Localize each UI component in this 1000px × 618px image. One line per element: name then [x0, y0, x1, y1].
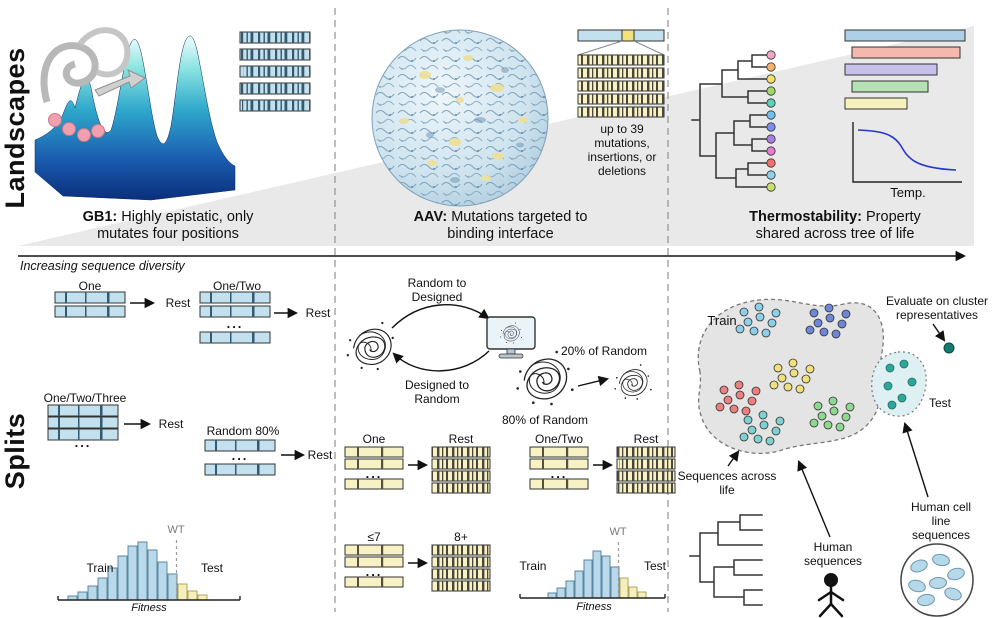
aav-80pct-label: 80% of Random [501, 413, 589, 427]
aav-split-mutation-count [344, 544, 491, 592]
gb1-train-label: Train [86, 561, 114, 575]
test-cluster-blob [871, 342, 955, 417]
aav-train-test-histogram [519, 542, 666, 599]
aav-test-label: Test [643, 559, 666, 573]
tree-leaf-dots [766, 50, 776, 192]
cell-line-circle [900, 543, 974, 617]
thermo-train-label: Train [707, 313, 737, 328]
gb1-fitness-label: Fitness [131, 602, 167, 614]
aav-caption: AAV: Mutations targeted to binding inter… [413, 209, 588, 243]
temp-label: Temp. [890, 185, 926, 200]
cell-line-arrow [902, 421, 929, 498]
gb1-rest-label-1: Rest [165, 296, 191, 310]
gb1-split-one-two [199, 291, 299, 344]
thermostability-tree [691, 50, 776, 192]
temp-curve-plot [852, 122, 962, 183]
aav-le7-label: ≤7 [367, 530, 381, 544]
gb1-rest-label-4: Rest [307, 448, 333, 462]
aav-20pct-label: 20% of Random [560, 344, 648, 358]
designed-monitor [486, 316, 536, 359]
thermo-evaluate-label: Evaluate on cluster representatives [885, 294, 989, 323]
aav-split-one [344, 446, 491, 494]
aav-ellipsis-3: ... [365, 564, 383, 579]
gb1-wt-label: WT [167, 524, 185, 536]
aav-designed-to-random-label: Designed to Random [404, 378, 470, 407]
gb1-test-label: Test [200, 561, 223, 575]
aav-one-two-label: One/Two [534, 432, 584, 446]
row-label-landscapes: Landscapes [0, 47, 31, 209]
aav-train-label: Train [519, 559, 547, 573]
aav-fitness-label: Fitness [576, 601, 612, 613]
aav-mutations-note: up to 39 mutations, insertions, or delet… [587, 122, 657, 179]
gb1-split-random80 [204, 439, 306, 476]
thermostability-caption: Thermostability: Property shared across … [749, 209, 921, 243]
thermo-across-life-label: Sequences across life [677, 469, 777, 498]
row-label-splits: Splits [0, 412, 31, 490]
gb1-random80-label: Random 80% [206, 424, 280, 438]
aav-sequence-zoom [577, 29, 665, 118]
aav-ellipsis-2: ... [550, 466, 568, 481]
aav-rest-label-1: Rest [448, 432, 474, 446]
aav-8plus-label: 8+ [454, 530, 468, 544]
gb1-split-one-two-three [47, 404, 152, 441]
gb1-caption: GB1: Highly epistatic, only mutates four… [82, 209, 254, 243]
aav-one-label: One [362, 432, 386, 446]
aav-split-one-two [529, 446, 676, 494]
gb1-split-one [54, 291, 156, 318]
gb1-ellipsis-2: ... [74, 435, 92, 450]
random-library-scribble [346, 321, 398, 371]
thermostability-bars [844, 29, 966, 110]
gb1-train-test-histogram [57, 540, 241, 601]
capsid-binding-patches [399, 55, 528, 181]
across-life-arrow [727, 450, 740, 467]
thermo-cell-line-label: Human cell line sequences [910, 500, 972, 543]
random-80pct-scribble [515, 350, 575, 406]
aav-capsid [371, 29, 549, 207]
cluster-representative-dot [943, 342, 955, 354]
gb1-rest-label-2: Rest [305, 306, 331, 320]
aav-wt-label: WT [609, 526, 627, 538]
gb1-one-label: One [78, 279, 102, 293]
gb1-one-two-label: One/Two [212, 279, 262, 293]
thermo-human-label: Human sequences [803, 540, 863, 569]
protein-ribbon [40, 27, 146, 142]
mutation-site-spheres [48, 113, 105, 142]
aav-random-to-designed-label: Random to Designed [407, 276, 467, 305]
human-seq-arrow [797, 460, 831, 538]
gb1-one-two-three-label: One/Two/Three [43, 391, 127, 405]
gb1-rest-label-3: Rest [158, 417, 184, 431]
gb1-sequence-bars [239, 31, 311, 112]
human-stick-figure [817, 573, 845, 618]
evaluate-arrow [932, 323, 946, 342]
aav-ellipsis-1: ... [365, 466, 383, 481]
gb1-fitness-landscape [34, 27, 236, 201]
gb1-ellipsis-3: ... [231, 448, 249, 463]
thermo-test-label: Test [928, 396, 951, 410]
random-20pct-scribble [613, 363, 653, 401]
aav-random-designed-cycle [346, 304, 653, 406]
aav-rest-label-2: Rest [633, 432, 659, 446]
life-tree [689, 514, 763, 606]
diversity-axis-label: Increasing sequence diversity [20, 259, 185, 273]
gb1-ellipsis-1: ... [226, 316, 244, 331]
